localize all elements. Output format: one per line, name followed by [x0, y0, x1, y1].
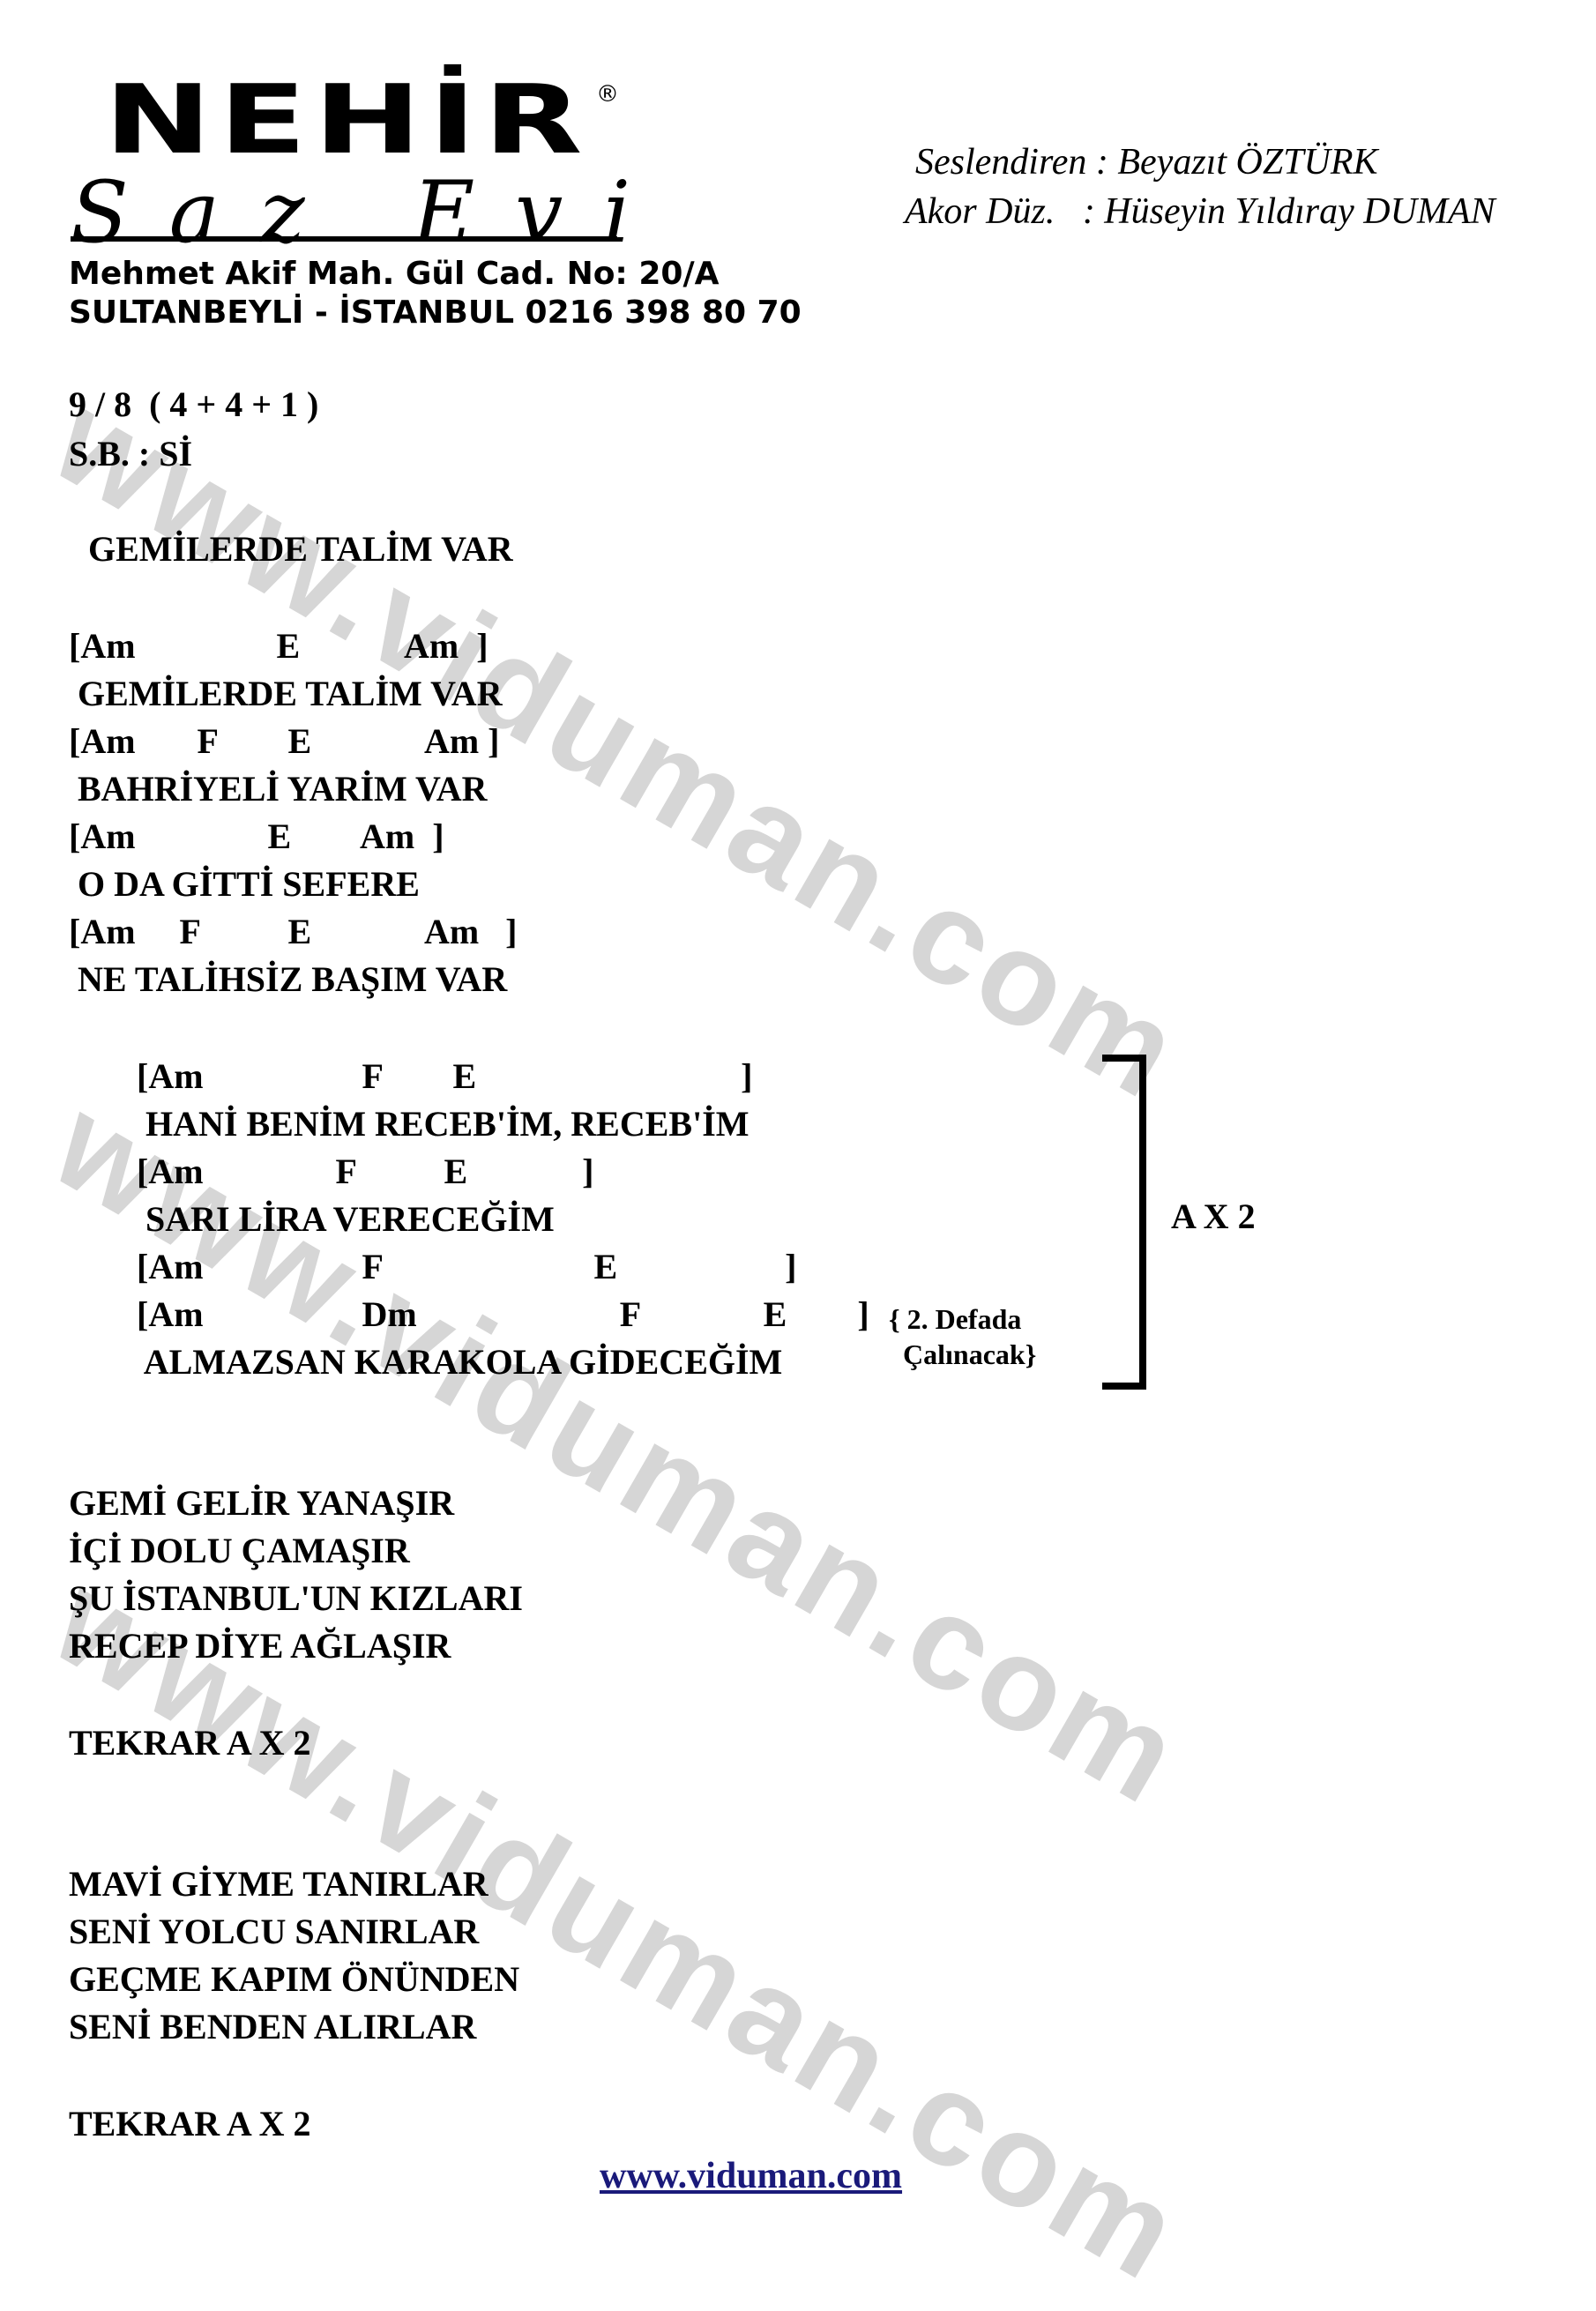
lyric-line: ALMAZSAN KARAKOLA GİDECEĞİM: [137, 1342, 783, 1382]
address-line-2: SULTANBEYLİ - İSTANBUL 0216 398 80 70: [69, 294, 802, 331]
song-title: GEMİLERDE TALİM VAR: [88, 529, 513, 569]
logo-title: NEHİR: [104, 65, 590, 175]
lyric-line: İÇİ DOLU ÇAMAŞIR: [69, 1531, 410, 1570]
verse-1: [Am E Am ] GEMİLERDE TALİM VAR [Am F E A…: [69, 622, 517, 1003]
chord-line: [Am F E ]: [137, 1056, 753, 1096]
chord-line: [Am F E Am ]: [69, 912, 518, 951]
lyric-line: SENİ YOLCU SANIRLAR: [69, 1912, 480, 1951]
lyric-line: GEMİ GELİR YANAŞIR: [69, 1483, 455, 1523]
lyric-line: GEMİLERDE TALİM VAR: [69, 674, 503, 713]
chord-line: [Am F E ]: [137, 1247, 797, 1286]
repeat-bracket: [1102, 1055, 1146, 1390]
repeat-label: A X 2: [1171, 1197, 1256, 1236]
arranger-credit: Akor Düz. : Hüseyin Yıldıray DUMAN: [905, 191, 1495, 232]
lyric-line: SENİ BENDEN ALIRLAR: [69, 2007, 477, 2046]
lyric-line: NE TALİHSİZ BAŞIM VAR: [69, 959, 508, 999]
lyric-line: HANİ BENİM RECEB'İM, RECEB'İM: [137, 1104, 750, 1144]
repeat-instruction: TEKRAR A X 2: [69, 1723, 311, 1763]
time-signature: 9 / 8 ( 4 + 4 + 1 ): [69, 384, 319, 424]
chord-line: [Am E Am ]: [69, 626, 488, 666]
chorus-note: Çalınacak}: [889, 1338, 1037, 1370]
chord-line: [Am F E ]: [137, 1152, 594, 1191]
chord-line: [Am F E Am ]: [69, 721, 500, 761]
chord-line: [Am Dm F E ]: [137, 1294, 869, 1334]
chorus: [Am F E ] HANİ BENİM RECEB'İM, RECEB'İM …: [137, 1053, 869, 1386]
lyric-line: RECEP DİYE AĞLAŞIR: [69, 1626, 451, 1666]
verse-2: GEMİ GELİR YANAŞIR İÇİ DOLU ÇAMAŞIR ŞU İ…: [69, 1480, 523, 1670]
lyric-line: GEÇME KAPIM ÖNÜNDEN: [69, 1959, 520, 1999]
key-signature: S.B. : Sİ: [69, 434, 193, 473]
performer-credit: Seslendiren : Beyazıt ÖZTÜRK: [915, 142, 1378, 183]
repeat-instruction: TEKRAR A X 2: [69, 2104, 311, 2143]
chord-line: [Am E Am ]: [69, 816, 444, 856]
lyric-line: MAVİ GİYME TANIRLAR: [69, 1864, 488, 1904]
registered-mark: ®: [596, 81, 619, 108]
logo-underline: [71, 236, 617, 242]
footer-link[interactable]: www.viduman.com: [600, 2156, 903, 2196]
lyric-line: BAHRİYELİ YARİM VAR: [69, 769, 488, 809]
lyric-line: O DA GİTTİ SEFERE: [69, 864, 420, 904]
address-line-1: Mehmet Akif Mah. Gül Cad. No: 20/A: [69, 256, 720, 292]
chorus-note: { 2. Defada: [889, 1303, 1022, 1335]
lyric-line: ŞU İSTANBUL'UN KIZLARI: [69, 1578, 523, 1618]
verse-3: MAVİ GİYME TANIRLAR SENİ YOLCU SANIRLAR …: [69, 1860, 519, 2051]
lyric-line: SARI LİRA VERECEĞİM: [137, 1199, 555, 1239]
